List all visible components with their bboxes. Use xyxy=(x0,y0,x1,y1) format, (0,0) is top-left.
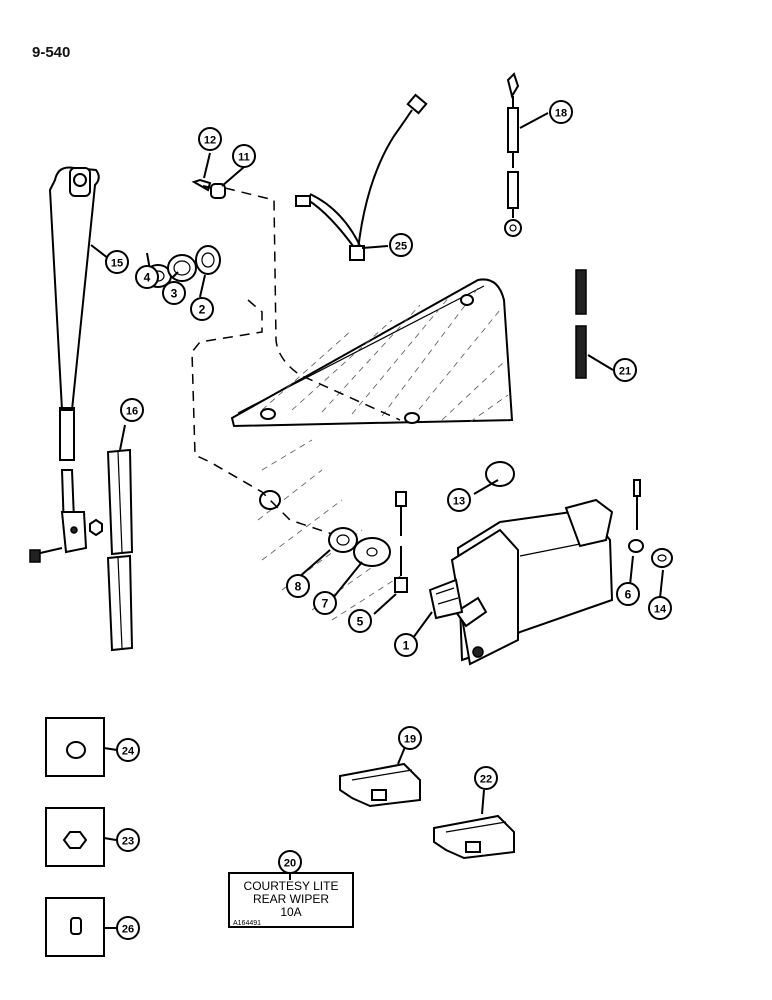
callout-number: 3 xyxy=(171,287,178,301)
fuse-19 xyxy=(339,762,421,808)
nut-14 xyxy=(651,548,673,568)
callout-number: 24 xyxy=(122,746,135,758)
ground-wire xyxy=(394,491,408,593)
washer-2 xyxy=(195,245,221,275)
callout-4: 4 xyxy=(135,265,159,289)
callout-number: 6 xyxy=(625,588,632,602)
callout-number: 14 xyxy=(654,604,667,616)
callout-26: 26 xyxy=(116,916,140,940)
callout-number: 8 xyxy=(295,580,302,594)
callout-number: 2 xyxy=(199,303,206,317)
callout-1: 1 xyxy=(394,633,418,657)
terminal-6 xyxy=(628,479,644,553)
callout-number: 11 xyxy=(238,152,250,164)
decal-code: A164491 xyxy=(233,920,261,927)
callout-11: 11 xyxy=(232,144,256,168)
callout-2: 2 xyxy=(190,297,214,321)
callout-number: 18 xyxy=(555,108,567,120)
connector-lead xyxy=(504,72,522,237)
callout-21: 21 xyxy=(613,358,637,382)
callout-number: 20 xyxy=(284,858,296,870)
callout-number: 23 xyxy=(122,836,134,848)
callout-number: 13 xyxy=(453,496,465,508)
page-number: 9-540 xyxy=(32,44,71,61)
callout-25: 25 xyxy=(389,233,413,257)
decal-line2: REAR WIPER xyxy=(253,892,329,906)
callout-number: 25 xyxy=(395,241,407,253)
callout-number: 22 xyxy=(480,774,492,786)
callout-20: 20 xyxy=(278,850,302,874)
washer-13 xyxy=(485,461,515,487)
wiper-arm xyxy=(29,166,103,563)
wiper-motor xyxy=(428,498,614,666)
decal-line1: COURTESY LITE xyxy=(244,879,339,893)
assembly-line-lower xyxy=(191,299,336,536)
box-23 xyxy=(45,807,105,867)
callout-23: 23 xyxy=(116,828,140,852)
washer-7 xyxy=(353,537,391,567)
wiper-blade xyxy=(106,448,134,652)
callout-16: 16 xyxy=(120,398,144,422)
callout-12: 12 xyxy=(198,127,222,151)
callout-6: 6 xyxy=(616,582,640,606)
decal-line3: 10A xyxy=(280,905,301,919)
spring xyxy=(575,269,587,379)
callout-number: 4 xyxy=(144,271,151,285)
callout-number: 15 xyxy=(111,258,123,270)
nut-11 xyxy=(210,183,226,199)
box-26 xyxy=(45,897,105,957)
box-24 xyxy=(45,717,105,777)
leader-lines xyxy=(90,112,664,929)
callout-22: 22 xyxy=(474,766,498,790)
assembly-line-upper xyxy=(224,187,401,421)
callout-number: 21 xyxy=(619,366,631,378)
callout-7: 7 xyxy=(313,591,337,615)
spacer-8 xyxy=(328,527,358,553)
decal-20: COURTESY LITE REAR WIPER 10A A164491 xyxy=(228,872,354,928)
callout-19: 19 xyxy=(398,726,422,750)
callout-number: 26 xyxy=(122,924,134,936)
fuse-22 xyxy=(433,814,515,860)
callout-18: 18 xyxy=(549,100,573,124)
callout-14: 14 xyxy=(648,596,672,620)
callout-number: 1 xyxy=(403,639,410,653)
callout-number: 19 xyxy=(404,734,416,746)
callout-number: 16 xyxy=(126,406,138,418)
wire-harness xyxy=(295,93,428,261)
window-glass xyxy=(230,278,514,621)
callout-13: 13 xyxy=(447,488,471,512)
callout-15: 15 xyxy=(105,250,129,274)
callout-24: 24 xyxy=(116,738,140,762)
callout-number: 12 xyxy=(204,135,216,147)
callout-8: 8 xyxy=(286,574,310,598)
callout-3: 3 xyxy=(162,281,186,305)
callout-number: 7 xyxy=(322,597,329,611)
callout-number: 5 xyxy=(357,615,364,629)
seal-3 xyxy=(167,254,197,282)
callout-5: 5 xyxy=(348,609,372,633)
